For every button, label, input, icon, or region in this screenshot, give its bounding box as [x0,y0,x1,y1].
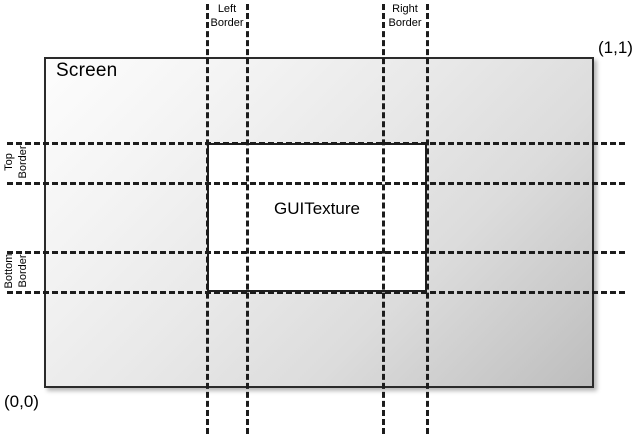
left-border-label-line2: Border [210,17,244,29]
bottom-border-guide-inner [7,251,625,254]
left-border-label-line1: Left [217,3,237,15]
top-border-guide-outer [7,142,625,145]
screen-label: Screen [56,60,118,81]
bottom-border-label: Bottom Border [2,251,30,291]
screen-origin-coordinate-label: (0,0) [4,392,39,411]
left-border-label: Left Border [207,2,247,30]
right-border-guide-outer [426,4,429,434]
top-border-label-line2: Border [17,145,29,179]
bottom-border-label-line2: Border [17,254,29,288]
top-border-label-line1: Top [3,153,15,171]
screen-max-coordinate-label: (1,1) [598,38,633,57]
top-border-label: Top Border [2,142,30,182]
guitexture-rectangle [207,143,427,292]
bottom-border-guide-outer [7,291,625,294]
right-border-guide-inner [382,4,385,434]
right-border-label: Right Border [383,2,427,30]
right-border-label-line1: Right [392,3,418,15]
guitexture-label: GUITexture [274,199,360,218]
bottom-border-label-line1: Bottom [3,253,15,289]
left-border-guide-outer [206,4,209,434]
left-border-guide-inner [246,4,249,434]
right-border-label-line2: Border [388,17,422,29]
top-border-guide-inner [7,182,625,185]
